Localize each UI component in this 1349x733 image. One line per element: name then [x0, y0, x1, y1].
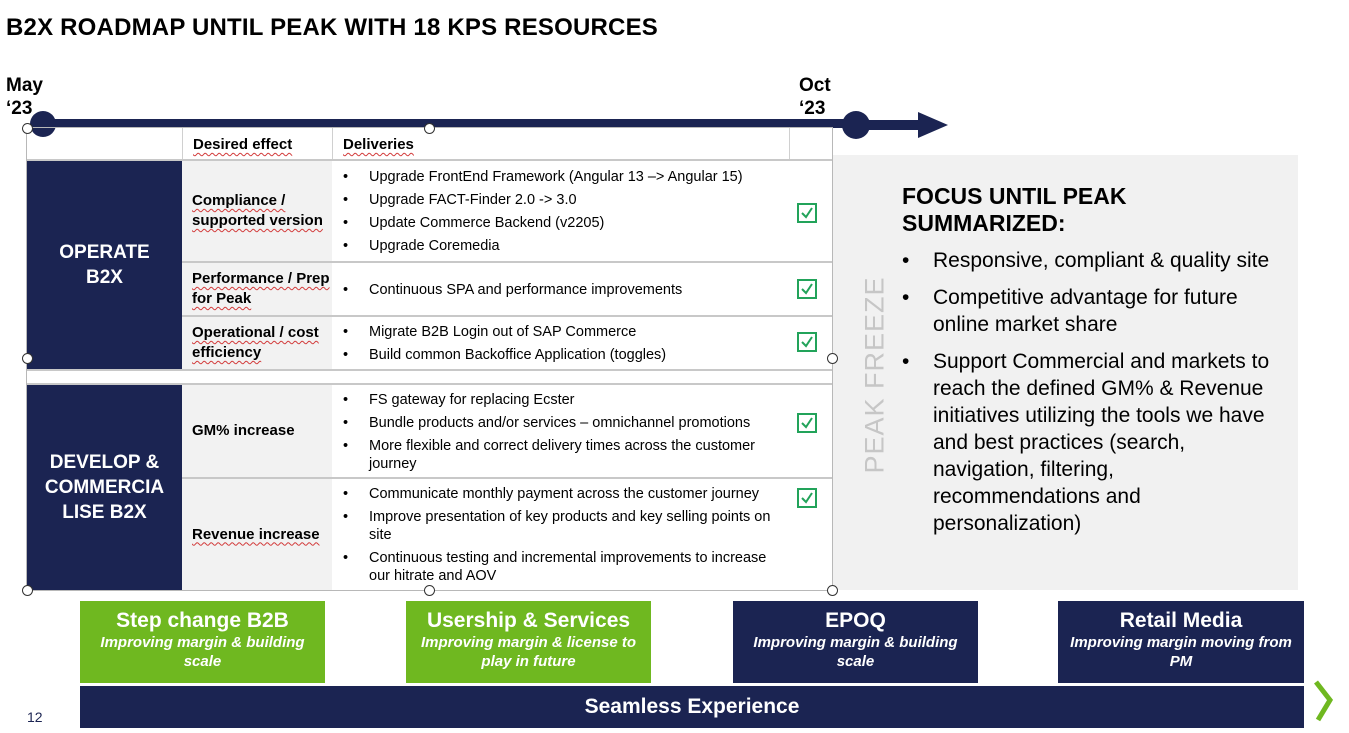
header-line — [27, 159, 832, 161]
table-row-deliveries: FS gateway for replacing Ecster Bundle p… — [343, 391, 783, 478]
seamless-experience-banner: Seamless Experience — [80, 686, 1304, 728]
table-row-deliveries: Migrate B2B Login out of SAP Commerce Bu… — [343, 323, 783, 369]
resize-handle[interactable] — [827, 585, 838, 596]
pillar-retail-media: Retail Media Improving margin moving fro… — [1058, 601, 1304, 683]
delivery-item: More flexible and correct delivery times… — [343, 437, 783, 473]
resize-handle[interactable] — [827, 353, 838, 364]
focus-title: FOCUS UNTIL PEAK SUMMARIZED: — [902, 183, 1127, 236]
header-desired-effect: Desired effect — [193, 136, 293, 153]
table-row-effect: GM% increase — [192, 422, 295, 439]
resize-handle[interactable] — [22, 585, 33, 596]
effect-column-bg — [182, 385, 332, 590]
resize-handle[interactable] — [424, 123, 435, 134]
focus-item: Competitive advantage for future online … — [902, 284, 1282, 338]
row-line — [182, 315, 832, 317]
table-row-deliveries: Communicate monthly payment across the c… — [343, 485, 783, 590]
delivery-item: Bundle products and/or services – omnich… — [343, 414, 783, 432]
focus-list: Responsive, compliant & quality site Com… — [902, 247, 1282, 547]
group-label: OPERATE B2X — [59, 242, 150, 288]
resize-handle[interactable] — [22, 353, 33, 364]
pillar-title: Step change B2B — [116, 609, 289, 632]
timeline-arrow-shaft — [868, 120, 920, 130]
header-deliveries: Deliveries — [343, 136, 414, 153]
pillar-subtitle: Improving margin & license to play in fu… — [420, 634, 637, 670]
delivery-item: Upgrade Coremedia — [343, 237, 783, 255]
table-row-effect: Operational / cost efficiency — [192, 324, 319, 361]
group-separator — [27, 369, 832, 385]
header-divider — [332, 128, 333, 160]
timeline-end-dot — [842, 111, 870, 139]
checkbox-checked-icon[interactable] — [797, 279, 817, 299]
header-divider — [789, 128, 790, 160]
checkbox-checked-icon[interactable] — [797, 203, 817, 223]
checkbox-checked-icon[interactable] — [797, 332, 817, 352]
timeline-bar — [40, 119, 845, 128]
group-develop: DEVELOP & COMMERCIA LISE B2X — [27, 385, 182, 590]
delivery-item: Continuous SPA and performance improveme… — [343, 281, 783, 299]
pillar-subtitle: Improving margin & building scale — [100, 634, 305, 670]
peak-freeze-text: PEAK FREEZE — [859, 276, 890, 474]
pillar-usership-services: Usership & Services Improving margin & l… — [406, 601, 651, 683]
group-operate: OPERATE B2X — [27, 161, 182, 369]
pillar-title: Usership & Services — [426, 609, 631, 632]
delivery-item: Continuous testing and incremental impro… — [343, 549, 783, 585]
pillar-step-change-b2b: Step change B2B Improving margin & build… — [80, 601, 325, 683]
pillar-title: Retail Media — [1119, 609, 1243, 632]
roadmap-table[interactable]: Desired effect Deliveries OPERATE B2X DE… — [22, 123, 838, 596]
delivery-item: Upgrade FrontEnd Framework (Angular 13 –… — [343, 168, 783, 186]
timeline-arrow-icon — [918, 112, 948, 138]
delivery-item: Update Commerce Backend (v2205) — [343, 214, 783, 232]
delivery-item: Upgrade FACT-Finder 2.0 -> 3.0 — [343, 191, 783, 209]
resize-handle[interactable] — [424, 585, 435, 596]
table-row-deliveries: Upgrade FrontEnd Framework (Angular 13 –… — [343, 168, 783, 260]
table-row-effect: Compliance / supported version — [192, 192, 323, 229]
chevron-logo-icon — [1312, 680, 1334, 729]
delivery-item: Migrate B2B Login out of SAP Commerce — [343, 323, 783, 341]
group-label: DEVELOP & COMMERCIA LISE B2X — [44, 452, 165, 523]
pillar-title: EPOQ — [825, 609, 886, 632]
row-line — [182, 261, 832, 263]
focus-item: Support Commercial and markets to reach … — [902, 348, 1282, 537]
checkbox-checked-icon[interactable] — [797, 413, 817, 433]
slide-title: B2X ROADMAP UNTIL PEAK WITH 18 KPS RESOU… — [6, 14, 659, 41]
header-divider — [182, 128, 183, 160]
delivery-item: Communicate monthly payment across the c… — [343, 485, 783, 503]
delivery-item: FS gateway for replacing Ecster — [343, 391, 783, 409]
timeline-end-label: Oct ‘23 — [799, 75, 831, 119]
table-row-effect: Revenue increase — [192, 525, 320, 543]
timeline-start-dot — [30, 111, 56, 137]
table-row-deliveries: Continuous SPA and performance improveme… — [343, 281, 783, 304]
table-row-effect: Performance / Prep for Peak — [192, 270, 330, 307]
checkbox-checked-icon[interactable] — [797, 488, 817, 508]
page-number: 12 — [27, 709, 43, 725]
effect-column-bg — [182, 161, 332, 369]
delivery-item: Build common Backoffice Application (tog… — [343, 346, 783, 364]
pillar-epoq: EPOQ Improving margin & building scale — [733, 601, 978, 683]
pillar-subtitle: Improving margin moving from PM — [1070, 634, 1292, 670]
pillar-subtitle: Improving margin & building scale — [753, 634, 958, 670]
row-line — [182, 477, 832, 479]
focus-item: Responsive, compliant & quality site — [902, 247, 1282, 274]
resize-handle[interactable] — [22, 123, 33, 134]
peak-freeze-label: PEAK FREEZE — [860, 276, 890, 473]
timeline-start-label: May ‘23 — [6, 75, 43, 119]
delivery-item: Improve presentation of key products and… — [343, 508, 783, 544]
